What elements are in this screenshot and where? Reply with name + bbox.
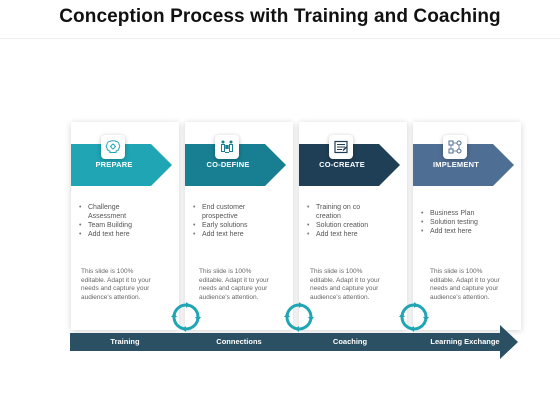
list-item: Add text here <box>189 230 269 239</box>
step-label-implement: IMPLEMENT <box>433 160 479 169</box>
timeline-label-training: Training <box>110 337 140 346</box>
list-item: Team Building <box>75 221 155 230</box>
timeline-label-connections: Connections <box>216 337 262 346</box>
list-item: Business Plan <box>417 209 499 218</box>
note-prepare: This slide is 100% editable. Adapt it to… <box>81 268 151 301</box>
list-item: Challenge Assessment <box>75 203 155 221</box>
list-item: Add text here <box>417 227 499 236</box>
note-co-define: This slide is 100% editable. Adapt it to… <box>199 268 269 301</box>
list-item: Add text here <box>303 230 383 239</box>
bullet-list-implement: Business Plan Solution testing Add text … <box>417 209 499 236</box>
list-item: Solution creation <box>303 221 383 230</box>
note-co-create: This slide is 100% editable. Adapt it to… <box>310 268 380 301</box>
list-item: Early solutions <box>189 221 269 230</box>
step-arrow-prepare <box>71 144 172 186</box>
timeline-arrow <box>70 323 520 366</box>
step-arrow-co-create <box>299 144 400 186</box>
step-label-co-define: CO-DEFINE <box>206 160 250 169</box>
cycle-arrows-icon <box>171 302 201 332</box>
note-implement: This slide is 100% editable. Adapt it to… <box>430 268 500 301</box>
step-arrow-implement <box>413 144 514 186</box>
step-arrow-co-define <box>185 144 286 186</box>
cycle-arrows-icon <box>399 302 429 332</box>
people-puzzle-icon <box>215 135 239 159</box>
step-label-prepare: PREPARE <box>95 160 133 169</box>
step-label-co-create: CO-CREATE <box>319 160 365 169</box>
timeline-label-coaching: Coaching <box>332 337 368 346</box>
brain-gear-icon <box>101 135 125 159</box>
list-item: End customer prospective <box>189 203 269 221</box>
list-item: Training on co creation <box>303 203 383 221</box>
document-pen-icon <box>329 135 353 159</box>
title-divider <box>0 38 560 39</box>
cycle-arrows-icon <box>284 302 314 332</box>
list-item: Solution testing <box>417 218 499 227</box>
page-title: Conception Process with Training and Coa… <box>59 6 501 27</box>
timeline-label-learning-exchange: Learning Exchange <box>430 337 500 346</box>
workflow-icon <box>443 135 467 159</box>
bullet-list-co-create: Training on co creation Solution creatio… <box>303 203 383 239</box>
list-item: Add text here <box>75 230 155 239</box>
bullet-list-co-define: End customer prospective Early solutions… <box>189 203 269 239</box>
bullet-list-prepare: Challenge Assessment Team Building Add t… <box>75 203 155 239</box>
